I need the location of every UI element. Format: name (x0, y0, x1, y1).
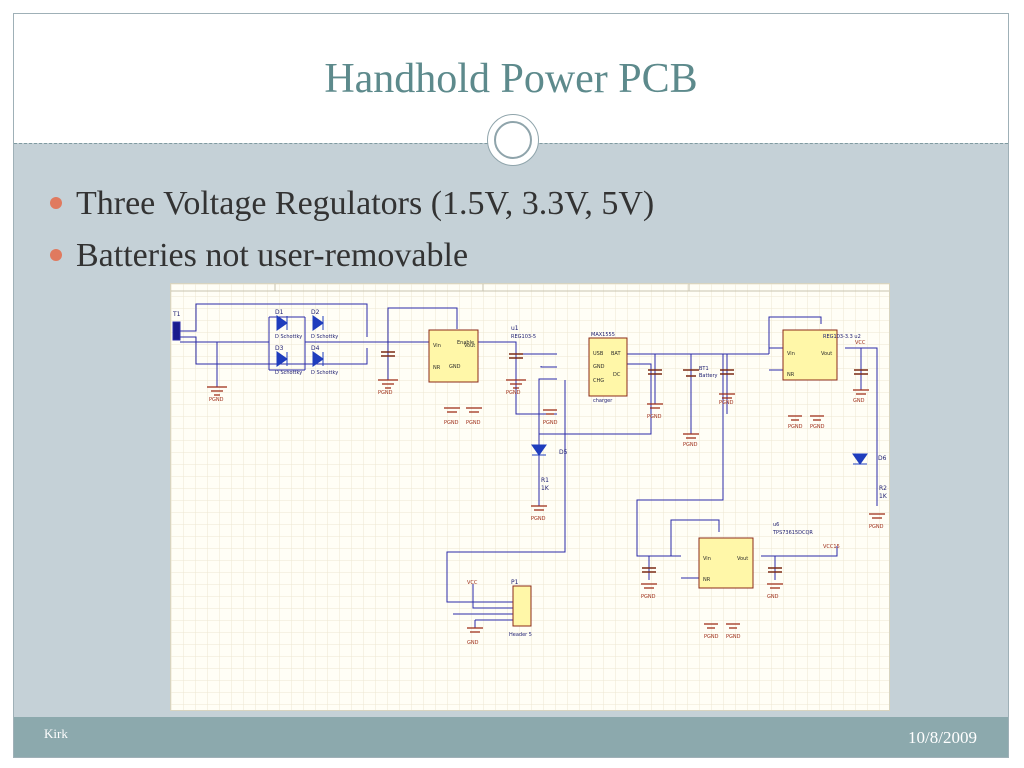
pgnd-label: PGND (788, 424, 803, 430)
schematic-diagram: T1 D1 D2 D3 D4 D Schottky D Schottky D S… (171, 284, 889, 710)
r1-ref: R1 (541, 477, 549, 484)
bt1-ref: BT1 (699, 366, 709, 372)
slide-title: Handhold Power PCB (324, 56, 698, 102)
charger-part: MAX1555 (591, 332, 615, 338)
charger-usb: USB (593, 351, 604, 357)
u2-nr: NR (787, 372, 795, 378)
charger-dc: DC (613, 372, 621, 378)
d2-label: D2 (311, 309, 320, 316)
pgnd-label: PGND (704, 634, 719, 640)
d1-label: D1 (275, 309, 284, 316)
pgnd-label: PGND (683, 442, 698, 448)
footer-author: Kirk (44, 726, 68, 741)
decorative-ring (487, 114, 539, 166)
u1-part: REG103-5 (511, 334, 536, 340)
pgnd-label: PGND (531, 516, 546, 522)
pgnd-label: PGND (869, 524, 884, 530)
p1-label: Header 5 (509, 632, 532, 638)
r2-ref: R2 (879, 485, 887, 492)
d3-value: D Schottky (275, 370, 302, 376)
d6-label: D6 (878, 455, 887, 462)
u2-vout: Vout (821, 351, 832, 357)
footer-bar (14, 717, 1008, 757)
r1-value: 1K (541, 485, 550, 492)
bullet-list: Three Voltage Regulators (1.5V, 3.3V, 5V… (48, 178, 654, 282)
pgnd-label: PGND (506, 390, 521, 396)
bt1-label: Battery (699, 373, 718, 379)
u2-vin: Vin (787, 351, 795, 357)
u1-enable: Enable (457, 340, 474, 346)
footer-date: 10/8/2009 (908, 728, 977, 747)
u6-ref: u6 (773, 522, 779, 528)
p1-ref: P1 (511, 579, 519, 586)
u6-part: TPS73615DCQR (772, 530, 813, 536)
charger-bat: BAT (611, 351, 621, 357)
d1-value: D Schottky (275, 334, 302, 340)
u1-gnd: GND (449, 364, 461, 370)
pgnd-label: PGND (641, 594, 656, 600)
pgnd-label: PGND (378, 390, 393, 396)
pgnd-label: PGND (543, 420, 558, 426)
u1-nr: NR (433, 365, 441, 371)
t1-label: T1 (172, 311, 181, 318)
d4-label: D4 (311, 345, 320, 352)
pgnd-label: PGND (726, 634, 741, 640)
d4-value: D Schottky (311, 370, 338, 376)
schematic-image: T1 D1 D2 D3 D4 D Schottky D Schottky D S… (170, 283, 890, 711)
bullet-dot (50, 197, 62, 209)
pgnd-label: PGND (647, 414, 662, 420)
charger-chg: CHG (593, 378, 604, 384)
d5-label: D5 (559, 449, 568, 456)
u2-part: REG103-3.3 u2 (823, 334, 861, 340)
bullet-item: Three Voltage Regulators (1.5V, 3.3V, 5V… (48, 178, 654, 230)
u6-vout: Vout (737, 556, 748, 562)
pgnd-label: PGND (719, 400, 734, 406)
u6-nr: NR (703, 577, 711, 583)
pgnd-label: PGND (466, 420, 481, 426)
vcc-label: VCC (467, 580, 478, 586)
u6-vin: Vin (703, 556, 711, 562)
pgnd-label: PGND (209, 397, 224, 403)
charger-gnd: GND (593, 364, 605, 370)
bullet-dot (50, 249, 62, 261)
u1-vout: Vout (464, 343, 475, 349)
gnd-label: GND (767, 594, 779, 600)
gnd-label: GND (467, 640, 479, 646)
pgnd-label: PGND (444, 420, 459, 426)
d2-value: D Schottky (311, 334, 338, 340)
d3-label: D3 (275, 345, 284, 352)
vcc-label: VCC (855, 340, 866, 346)
gnd-label: GND (853, 398, 865, 404)
charger-label: charger (593, 398, 613, 404)
bullet-item: Batteries not user-removable (48, 230, 654, 282)
u1-ref: u1 (511, 325, 519, 332)
pgnd-label: PGND (810, 424, 825, 430)
r2-value: 1K (879, 493, 888, 500)
vcc15-label: VCC15 (823, 544, 840, 550)
u1-vin: Vin (433, 343, 441, 349)
